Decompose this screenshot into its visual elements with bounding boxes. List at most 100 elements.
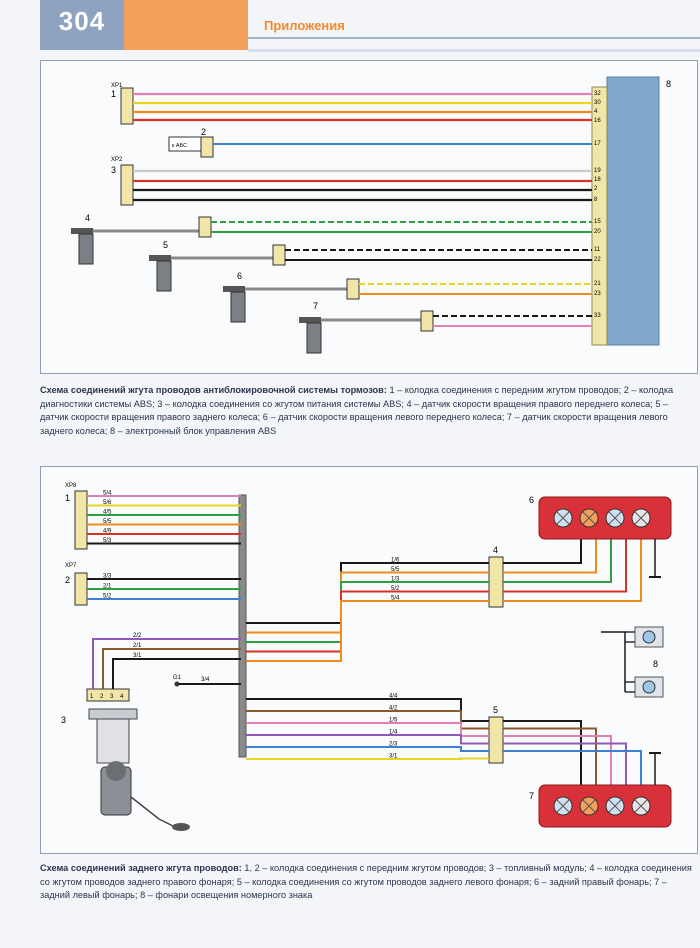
wire-label: 5/5 bbox=[103, 519, 112, 525]
wire bbox=[246, 746, 489, 752]
ecu-pin-strip bbox=[591, 86, 608, 346]
header-rule-shadow bbox=[248, 49, 700, 52]
ecu-pin-label: 32 bbox=[594, 91, 601, 97]
wire-label: 5/4 bbox=[103, 491, 112, 497]
wire-label: 4/2 bbox=[389, 706, 398, 712]
float bbox=[172, 823, 190, 831]
wire bbox=[503, 750, 642, 785]
sensor-7-connector bbox=[420, 310, 434, 332]
sensor-5-connector bbox=[272, 244, 286, 266]
wire bbox=[102, 648, 241, 689]
wire bbox=[246, 757, 489, 760]
abs-ecu-block bbox=[606, 76, 660, 346]
page-number: 304 bbox=[58, 6, 106, 36]
bulb-icon bbox=[642, 630, 656, 644]
label-2: 2 bbox=[65, 575, 70, 585]
wire-label: 4/4 bbox=[389, 694, 398, 700]
connector-5 bbox=[488, 716, 504, 764]
sensor-4-connector bbox=[198, 216, 212, 238]
xp2-label: XP2 bbox=[111, 157, 123, 163]
label-5: 5 bbox=[163, 240, 168, 250]
ecu-pin-label: 16 bbox=[594, 118, 601, 124]
connector-2-wires: 3/32/15/2 bbox=[87, 574, 241, 600]
wire bbox=[503, 539, 582, 564]
left-rear-lamp bbox=[538, 784, 672, 828]
ecu-pin-label: 2 bbox=[594, 186, 598, 192]
wire bbox=[503, 539, 642, 602]
label-3: 3 bbox=[111, 165, 116, 175]
header-rule bbox=[248, 37, 700, 39]
header-accent bbox=[124, 0, 248, 50]
rear-diagram-caption: Схема соединений заднего жгута проводов:… bbox=[40, 862, 696, 903]
wire bbox=[503, 539, 597, 574]
wire-label: 5/5 bbox=[391, 567, 400, 573]
wire bbox=[246, 734, 489, 745]
caption-2-title: Схема соединений заднего жгута проводов: bbox=[40, 863, 242, 873]
right-rear-lamp bbox=[538, 496, 672, 540]
ecu-pin-label: 19 bbox=[594, 168, 601, 174]
connector-1 bbox=[120, 87, 134, 125]
abs-diagram-caption: Схема соединений жгута проводов антиблок… bbox=[40, 384, 696, 438]
bulb-cross-icon bbox=[608, 511, 622, 525]
right-lamp-bulbs bbox=[553, 508, 651, 528]
wire-label: 4/9 bbox=[103, 529, 112, 535]
ecu-pin-label: 21 bbox=[594, 281, 601, 287]
wire-label: 5/3 bbox=[103, 538, 112, 544]
wire-label: 2/1 bbox=[133, 643, 142, 649]
float-arm bbox=[130, 796, 176, 828]
connector-5-wires: 4/44/21/51/42/33/1 bbox=[246, 694, 642, 785]
fuel-module-connector bbox=[86, 688, 130, 702]
label-4: 4 bbox=[493, 545, 498, 555]
connector-2 bbox=[200, 136, 214, 158]
connector-4-wires: 1/65/51/35/25/4 bbox=[246, 539, 642, 662]
wire-label: 3/4 bbox=[201, 677, 210, 683]
bulb-cross-icon bbox=[582, 799, 596, 813]
plate-light-leads bbox=[625, 631, 635, 693]
wire bbox=[601, 631, 626, 692]
wire-label: 5/4 bbox=[391, 596, 400, 602]
fuel-module-frame bbox=[96, 718, 130, 764]
pin-label: 3 bbox=[110, 694, 114, 700]
sensor-5-head bbox=[149, 255, 171, 261]
bulb-cross-icon bbox=[608, 799, 622, 813]
caption-1-title: Схема соединений жгута проводов антиблок… bbox=[40, 385, 387, 395]
bulb-cross-icon bbox=[582, 511, 596, 525]
connector-xp8 bbox=[74, 490, 88, 550]
sensor-4-head bbox=[71, 228, 93, 234]
wire-label: 1/4 bbox=[389, 730, 398, 736]
caption-2-text: 1, 2 – колодка соединения с передним жгу… bbox=[40, 863, 692, 900]
ground-label: G1 bbox=[173, 675, 182, 681]
label-7: 7 bbox=[313, 301, 318, 311]
wire bbox=[503, 539, 612, 583]
wire bbox=[112, 658, 241, 689]
sensor-7-body bbox=[306, 322, 322, 354]
wire bbox=[503, 727, 597, 785]
wire bbox=[503, 720, 582, 785]
connector-3 bbox=[120, 164, 134, 206]
sensor-5-body bbox=[156, 260, 172, 292]
ecu-pin-label: 22 bbox=[594, 257, 601, 263]
wire bbox=[246, 722, 489, 737]
label-3: 3 bbox=[61, 715, 66, 725]
wire bbox=[503, 539, 627, 593]
sensor-6-head bbox=[223, 286, 245, 292]
bulb-cross-icon bbox=[634, 511, 648, 525]
connector-1-wires: 5/45/64/55/54/95/3 bbox=[87, 491, 241, 545]
connector-xp7 bbox=[74, 572, 88, 606]
label-1: 1 bbox=[65, 493, 70, 503]
ecu-pin-label: 15 bbox=[594, 219, 601, 225]
label-4: 4 bbox=[85, 213, 90, 223]
pin-label: 2 bbox=[100, 694, 104, 700]
bulb-cross-icon bbox=[556, 799, 570, 813]
xp7-label: XP7 bbox=[65, 563, 77, 569]
wire-label: 2/2 bbox=[133, 633, 142, 639]
label-5: 5 bbox=[493, 705, 498, 715]
harness-trunk bbox=[238, 494, 247, 758]
label-2: 2 bbox=[201, 127, 206, 137]
label-6: 6 bbox=[237, 271, 242, 281]
ecu-pin-label: 30 bbox=[594, 100, 601, 106]
ecu-pin-label: 17 bbox=[594, 141, 601, 147]
